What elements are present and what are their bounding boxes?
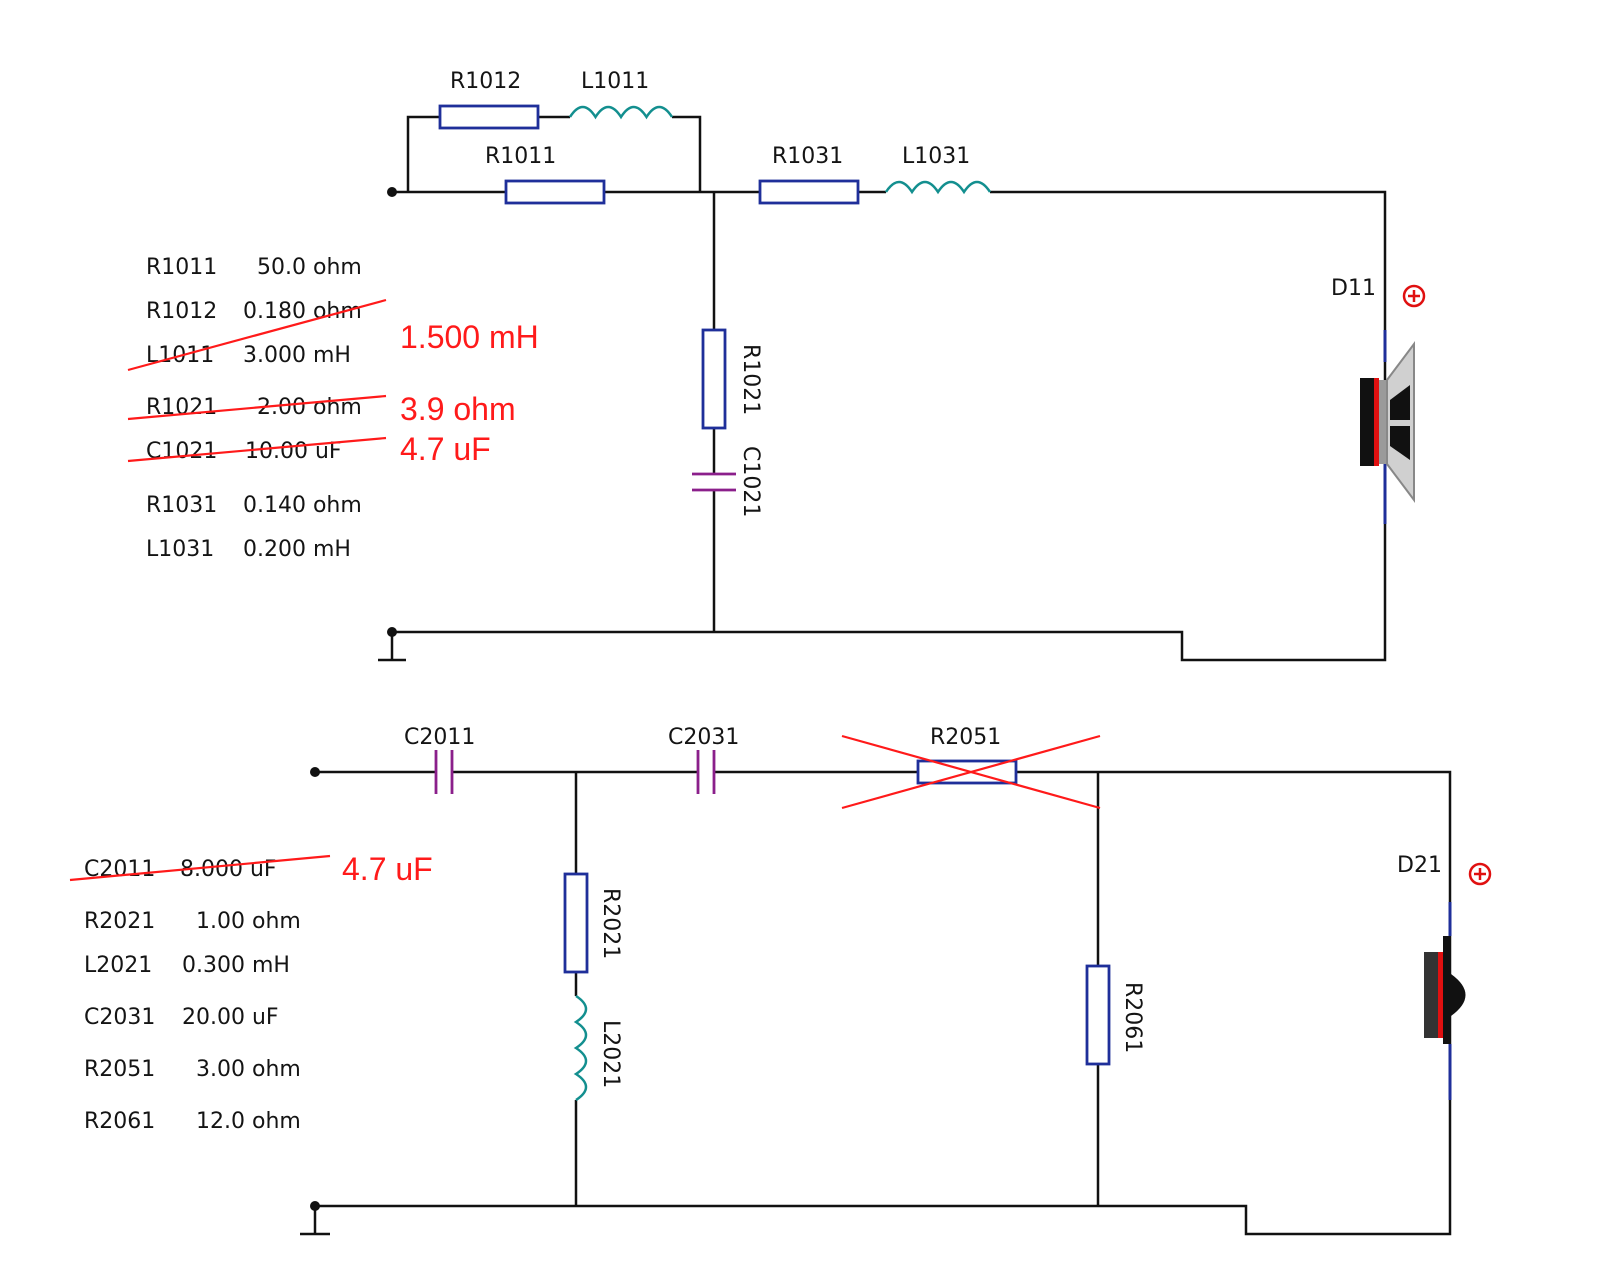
value-text: 50.0 ohm bbox=[257, 255, 362, 280]
label-R1012: R1012 bbox=[450, 69, 521, 94]
correction-L1011: 1.500 mH bbox=[400, 319, 539, 355]
value-name: C1021 bbox=[146, 439, 217, 464]
circuit-1-value-table: R1011 50.0 ohm R1012 0.180 ohm L1011 3.0… bbox=[146, 255, 362, 562]
label-L1031: L1031 bbox=[902, 144, 970, 169]
label-R2021: R2021 bbox=[598, 888, 623, 959]
label-D21: D21 bbox=[1397, 853, 1442, 878]
resistor-R1031[interactable] bbox=[758, 179, 860, 205]
value-text: 3.00 ohm bbox=[196, 1057, 301, 1082]
resistor-R1011[interactable] bbox=[504, 179, 606, 205]
label-C2011: C2011 bbox=[404, 725, 475, 750]
value-name: R1012 bbox=[146, 299, 217, 324]
inductor-L1031[interactable] bbox=[884, 180, 992, 195]
polarity-plus-icon bbox=[1468, 862, 1492, 886]
label-C2031: C2031 bbox=[668, 725, 739, 750]
value-text: 3.000 mH bbox=[243, 343, 351, 368]
value-text: 20.00 uF bbox=[182, 1005, 279, 1030]
value-text: 0.300 mH bbox=[182, 953, 290, 978]
capacitor-C1021[interactable] bbox=[692, 472, 736, 492]
label-R1031: R1031 bbox=[772, 144, 843, 169]
value-name: R2021 bbox=[84, 909, 155, 934]
label-D11: D11 bbox=[1331, 276, 1376, 301]
strike-line bbox=[127, 298, 387, 372]
value-text: 12.0 ohm bbox=[196, 1109, 301, 1134]
value-name: R2061 bbox=[84, 1109, 155, 1134]
woofer-speaker-icon[interactable] bbox=[1360, 330, 1415, 524]
label-L1011: L1011 bbox=[581, 69, 649, 94]
value-name: R1011 bbox=[146, 255, 217, 280]
correction-R1021: 3.9 ohm bbox=[400, 391, 516, 427]
value-name: L1031 bbox=[146, 537, 214, 562]
circuit-1-annotations: 1.500 mH 3.9 ohm 4.7 uF bbox=[127, 298, 539, 467]
ground-terminal-2[interactable] bbox=[310, 1201, 320, 1211]
capacitor-C2011[interactable] bbox=[434, 750, 454, 794]
input-terminal-2[interactable] bbox=[310, 767, 320, 777]
circuit-1: R1012 L1011 R1011 R1031 L1031 D11 R1021 … bbox=[127, 69, 1426, 662]
label-R2051: R2051 bbox=[930, 725, 1001, 750]
value-name: C2031 bbox=[84, 1005, 155, 1030]
resistor-R1012[interactable] bbox=[438, 104, 540, 130]
label-C1021: C1021 bbox=[738, 446, 763, 517]
input-terminal-1[interactable] bbox=[387, 187, 397, 197]
correction-C2011: 4.7 uF bbox=[342, 851, 433, 887]
strike-line bbox=[127, 436, 387, 463]
value-name: R1031 bbox=[146, 493, 217, 518]
strike-line bbox=[841, 734, 1101, 810]
label-L2021: L2021 bbox=[598, 1020, 623, 1088]
label-R1021: R1021 bbox=[738, 344, 763, 415]
strike-line bbox=[69, 854, 331, 882]
ground-terminal-1[interactable] bbox=[387, 627, 397, 637]
label-R1011: R1011 bbox=[485, 144, 556, 169]
value-text: 0.140 ohm bbox=[243, 493, 362, 518]
resistor-R2061[interactable] bbox=[1085, 964, 1111, 1066]
circuit-2-wires bbox=[300, 770, 1452, 1236]
resistor-R2021[interactable] bbox=[563, 872, 589, 974]
value-text: 0.200 mH bbox=[243, 537, 351, 562]
inductor-L1011[interactable] bbox=[568, 105, 674, 120]
tweeter-speaker-icon[interactable] bbox=[1424, 902, 1466, 1100]
label-R2061: R2061 bbox=[1120, 982, 1145, 1053]
circuit-2-value-table: C2011 8.000 uF R2021 1.00 ohm L2021 0.30… bbox=[84, 857, 301, 1134]
value-name: L2021 bbox=[84, 953, 152, 978]
value-name: R2051 bbox=[84, 1057, 155, 1082]
capacitor-C2031[interactable] bbox=[696, 750, 716, 794]
polarity-plus-icon bbox=[1402, 284, 1426, 308]
correction-C1021: 4.7 uF bbox=[400, 431, 491, 467]
strike-line bbox=[127, 394, 387, 421]
resistor-R1021[interactable] bbox=[701, 328, 727, 430]
inductor-L2021[interactable] bbox=[573, 994, 588, 1102]
circuit-2-annotations: 4.7 uF bbox=[69, 734, 1101, 887]
value-text: 8.000 uF bbox=[180, 857, 277, 882]
value-text: 1.00 ohm bbox=[196, 909, 301, 934]
circuit-2: C2011 C2031 R2051 D21 R2021 L2021 R2061 … bbox=[69, 725, 1492, 1236]
